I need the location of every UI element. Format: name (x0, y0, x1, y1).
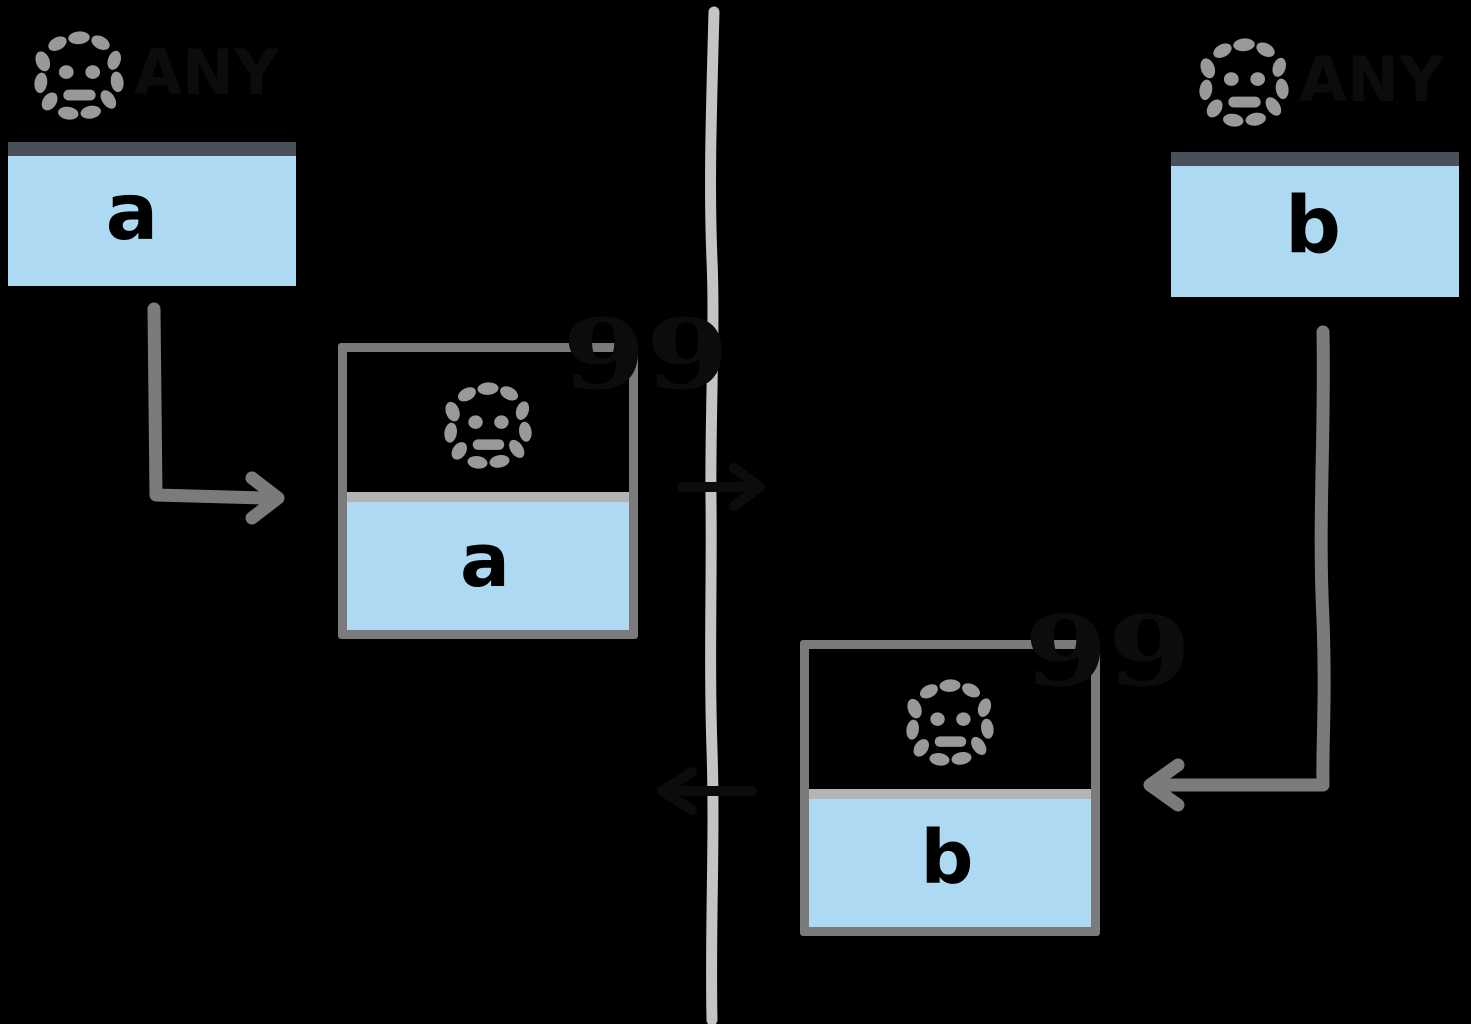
node-target-a-header (347, 352, 629, 492)
node-source-a-any-label: ANY (134, 36, 279, 109)
node-source-b-body: b (1171, 166, 1459, 297)
connector-a-to-target-a (147, 302, 285, 525)
node-source-b-divider-bar (1171, 152, 1459, 166)
cross-arrow-left (657, 767, 757, 815)
dashed-face-icon (1195, 36, 1293, 128)
center-divider-line (705, 6, 720, 1024)
double-loop-glyph: 99 (1024, 595, 1192, 708)
double-loop-glyph: 99 (562, 298, 730, 411)
node-target-b-body: b (809, 799, 1091, 927)
node-target-b-divider-bar (809, 789, 1091, 799)
node-target-a-divider-bar (347, 492, 629, 502)
node-source-a-body: a (8, 156, 296, 286)
dashed-face-icon (30, 29, 128, 121)
node-target-b-header (809, 649, 1091, 789)
node-target-a-label: a (460, 518, 510, 604)
node-source-a-header: ANY (8, 8, 296, 142)
node-target-b[interactable]: b (800, 640, 1100, 936)
connector-b-to-target-b (1143, 325, 1331, 812)
node-source-b-label: b (1285, 180, 1341, 271)
node-source-b-header: ANY (1171, 12, 1459, 152)
node-target-b-label: b (920, 815, 974, 901)
node-target-a[interactable]: a (338, 343, 638, 639)
node-source-a-divider-bar (8, 142, 296, 156)
cross-arrow-right (677, 463, 765, 511)
node-target-a-body: a (347, 502, 629, 630)
node-source-b-any-label: ANY (1299, 43, 1444, 116)
dashed-face-icon (440, 380, 536, 470)
node-source-b[interactable]: ANY b (1171, 12, 1459, 297)
dashed-face-icon (902, 677, 998, 767)
node-source-a[interactable]: ANY a (8, 8, 296, 286)
node-source-a-label: a (105, 168, 159, 258)
